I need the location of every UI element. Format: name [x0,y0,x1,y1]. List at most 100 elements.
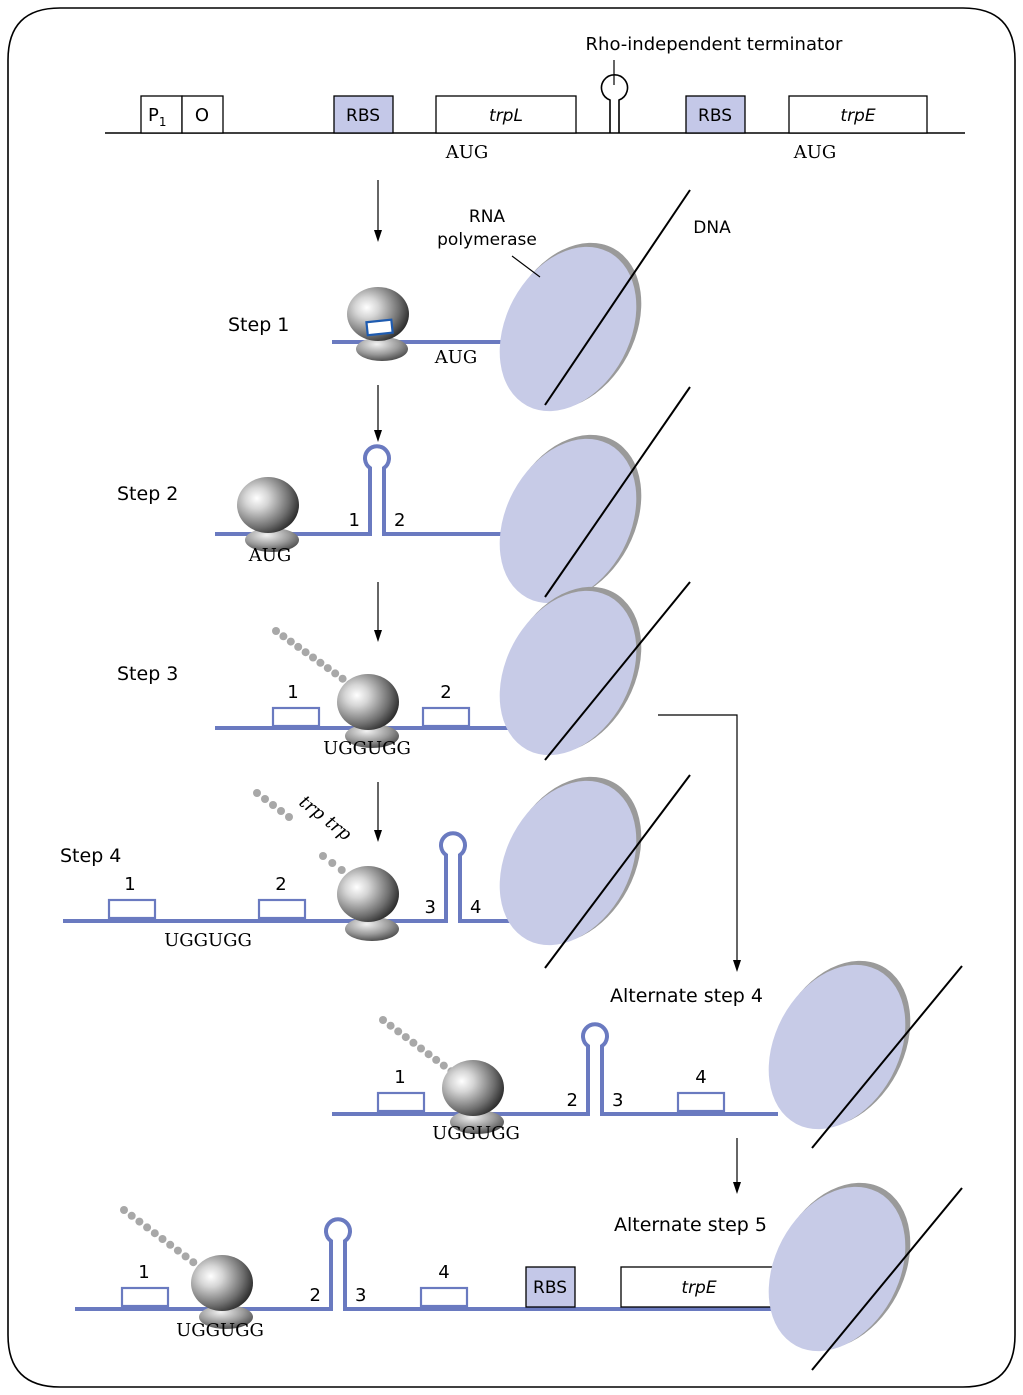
amino-acid-bead [301,648,310,657]
ribosome [442,1060,504,1134]
region-box-2 [421,706,471,728]
alternate-step-4: Alternate step 4 1 2 3 4 UGGUGG [332,960,963,1149]
ribosome [337,866,399,941]
peptide-chain [120,1206,205,1272]
terminator-hairpin [600,60,629,133]
region-label-1: 1 [138,1262,149,1283]
operator-box [181,95,224,134]
terminator-label: Rho-independent terminator [586,34,844,55]
rbs-label-2: RBS [698,106,732,126]
amino-acid-bead [285,813,293,821]
codon-label: UGGUGG [323,738,411,759]
amino-acid-bead [439,1061,448,1070]
amino-acid-bead [379,1016,387,1024]
rbs-box-2 [685,95,746,134]
trpL-label: trpL [489,106,523,126]
region-box-1 [107,898,157,920]
amino-acid-bead [328,859,337,867]
figure-frame [7,7,1016,1388]
amino-acid-bead [331,669,340,678]
operator-label: O [195,105,209,126]
rbs-label: RBS [533,1278,567,1298]
dna-strand [544,581,691,761]
promoter-label: P1 [148,105,167,129]
rna-polymerase [499,581,691,761]
region-box-2 [257,898,307,920]
mrna-strand-with-hairpin [63,831,510,923]
amino-acid-bead [417,1044,425,1053]
alt-step-4-label: Alternate step 4 [610,985,763,1007]
region-label-2: 2 [440,682,451,703]
rbs-box-1 [333,95,394,134]
trpE-label: trpE [681,1278,716,1298]
codon-label: AUG [434,347,478,368]
trpE-box [620,1266,779,1308]
region-box-4 [419,1286,469,1308]
rna-polymerase-label-line1: RNA [469,207,506,227]
mrna-strand-with-hairpin [215,444,510,536]
mrna-strand-with-hairpin [332,1022,778,1116]
region-box-1 [120,1286,170,1308]
region-label-2: 2 [310,1285,321,1306]
trpL-box [435,95,577,134]
trpE-box [788,95,928,134]
amino-acid-bead [409,1038,418,1047]
dna-strand [811,965,963,1149]
flow-arrows [374,180,741,1194]
amino-acid-bead [158,1235,167,1243]
ribosome [337,674,399,748]
region-label-4: 4 [695,1067,706,1088]
dna-strand [544,189,691,406]
amino-acid-bead [143,1223,152,1232]
amino-acid-bead [294,642,303,651]
rna-polymerase [499,386,691,604]
amino-acid-bead [120,1206,128,1214]
region-label-4: 4 [470,897,481,918]
start-codon-label-2: AUG [793,142,837,163]
region-box-1 [271,706,321,728]
region-box-4 [676,1091,726,1113]
amino-acid-bead [338,674,347,683]
amino-acid-bead [150,1229,159,1238]
region-label-3: 3 [612,1090,623,1111]
amino-acid-bead [166,1240,175,1249]
amino-acid-bead [127,1211,136,1220]
amino-acid-bead [319,852,327,860]
region-label-2: 2 [567,1090,578,1111]
rna-polymerase-label-line2: polymerase [437,230,537,250]
region-label-2: 2 [275,874,286,895]
amino-acid-bead [173,1246,182,1255]
ribosome [237,477,299,552]
step-3-label: Step 3 [117,663,178,685]
dna-strand [544,774,691,969]
codon-label: UGGUGG [432,1123,520,1144]
amino-acid-bead [432,1055,441,1064]
ribosome [191,1255,253,1329]
step-4: Step 4 1 2 3 4 UGGUGG trp trp [60,774,691,969]
amino-acid-bead [424,1050,433,1059]
region-label-1: 1 [287,682,298,703]
alternate-step-5: Alternate step 5 1 2 3 4 RBS trpE UGGUGG [75,1182,963,1371]
step-4-label: Step 4 [60,845,121,867]
amino-acid-bead [337,866,346,874]
rna-polymerase [768,1182,963,1371]
trp-label: trp trp [295,791,356,845]
mrna-strand-with-hairpin [75,1217,778,1311]
region-label-1: 1 [124,874,135,895]
region-label-1: 1 [394,1067,405,1088]
amino-acid-bead [261,795,269,803]
region-label-4: 4 [438,1262,449,1283]
step-1-label: Step 1 [228,314,289,336]
region-label-1: 1 [349,510,360,531]
dna-strand [544,386,691,598]
rbs-label-1: RBS [346,106,380,126]
amino-acid-bead [269,801,277,809]
rna-polymerase [768,960,963,1149]
amino-acid-bead [309,653,317,662]
amino-acid-bead [394,1027,403,1036]
region-label-3: 3 [355,1285,366,1306]
amino-acid-bead [181,1252,190,1261]
amino-acid-bead [272,627,280,635]
rna-polymerase [499,774,691,969]
